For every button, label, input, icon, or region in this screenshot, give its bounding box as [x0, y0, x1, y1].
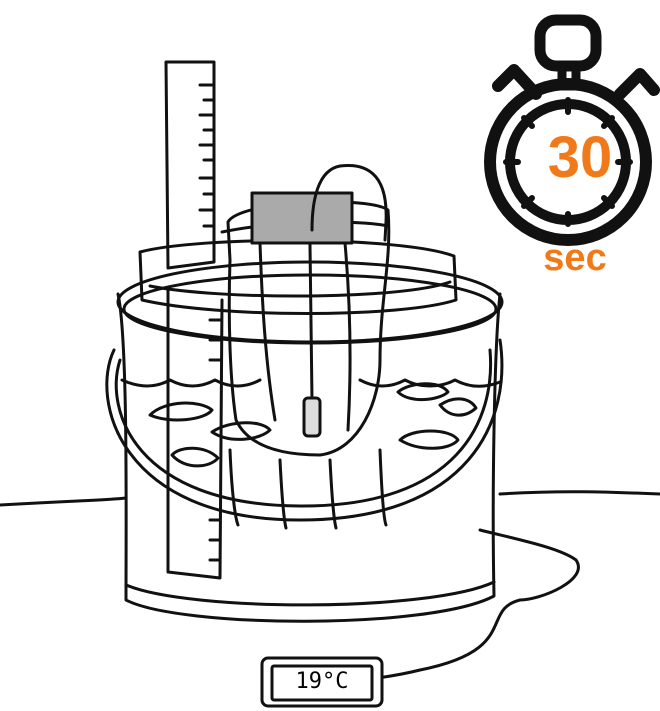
- ruler-ticks: [200, 85, 220, 560]
- ice-piece: [440, 399, 476, 415]
- ice-piece: [172, 448, 218, 466]
- table-edge: [0, 492, 660, 505]
- timer-value: 30: [520, 128, 640, 188]
- timer-unit: sec: [520, 238, 630, 278]
- ice-piece: [400, 431, 458, 448]
- ice-piece: [150, 403, 212, 420]
- ruler: [166, 62, 214, 268]
- sample-block: [252, 193, 352, 243]
- probe-tip: [304, 398, 320, 436]
- thermometer-reading: 19°C: [282, 669, 362, 695]
- inner-container: [140, 240, 456, 313]
- bucket-bottom: [126, 582, 494, 605]
